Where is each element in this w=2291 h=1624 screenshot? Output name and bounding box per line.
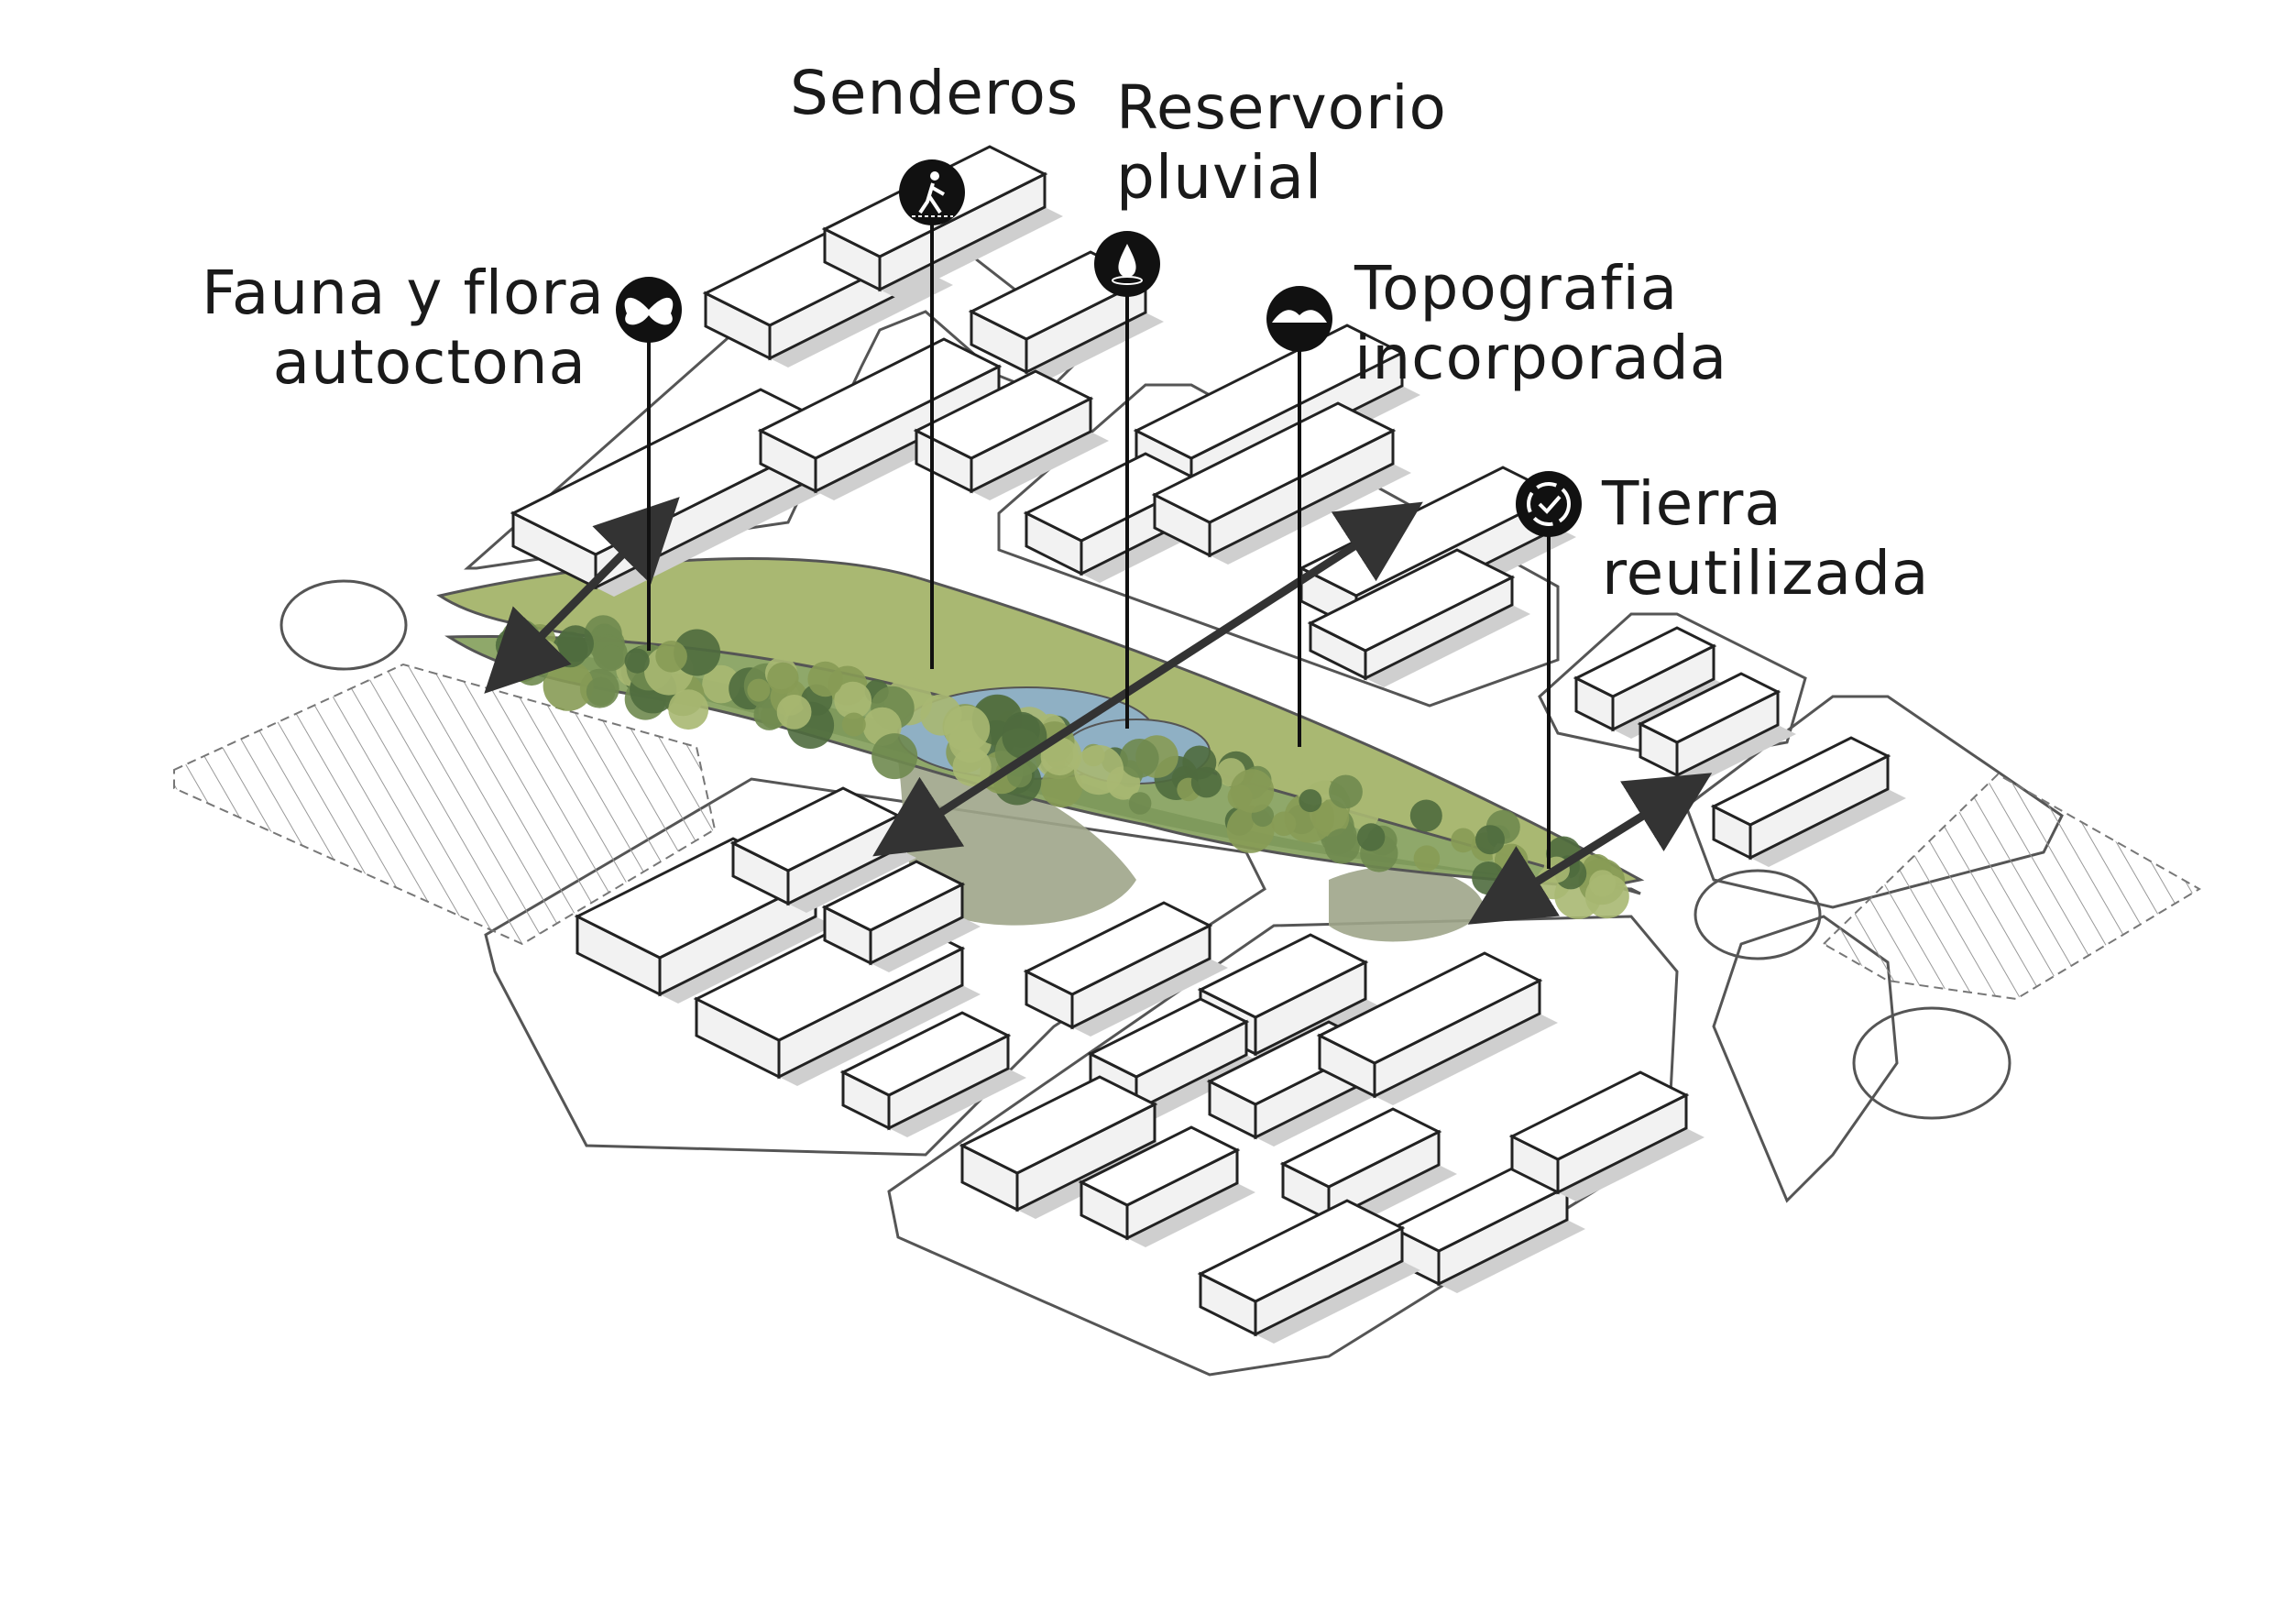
- tree: [1329, 775, 1363, 809]
- label-senderos: Senderos: [790, 59, 1079, 128]
- label-tierra-line2: reutilizada: [1602, 539, 1929, 609]
- label-fauna-line1: Fauna y flora: [202, 258, 586, 328]
- tree: [1191, 767, 1222, 798]
- tree: [747, 679, 770, 702]
- tree: [1410, 800, 1442, 832]
- pedestrian-icon: [899, 159, 965, 225]
- tree: [777, 695, 812, 730]
- label-fauna-line2: autoctona: [202, 328, 586, 398]
- roundabout-east: [1695, 871, 1820, 959]
- tree: [842, 713, 866, 737]
- label-reservorio-line1: Reservorio: [1116, 73, 1447, 143]
- tree: [1231, 769, 1275, 813]
- tree: [625, 649, 650, 674]
- tree: [1272, 812, 1297, 837]
- tree: [767, 663, 798, 694]
- tree: [1475, 825, 1505, 854]
- tree: [668, 689, 708, 730]
- label-senderos-line1: Senderos: [790, 59, 1079, 128]
- butterfly-icon: [616, 277, 682, 343]
- terrain-icon: [1266, 286, 1332, 352]
- label-topografia-line1: Topografia: [1354, 254, 1727, 324]
- tree: [1585, 874, 1629, 918]
- tree: [1074, 745, 1124, 795]
- tree: [1451, 828, 1475, 853]
- label-reservorio-line2: pluvial: [1116, 143, 1447, 213]
- tree: [586, 677, 616, 707]
- tree: [1472, 861, 1505, 894]
- tree: [655, 641, 687, 673]
- water-drop-icon: [1094, 231, 1160, 297]
- tree: [1414, 845, 1441, 872]
- label-fauna: Fauna y flora autoctona: [202, 258, 586, 398]
- tree: [1120, 739, 1159, 778]
- tree: [807, 662, 842, 697]
- label-topografia-line2: incorporada: [1354, 324, 1727, 393]
- tree: [1299, 789, 1321, 812]
- tree: [1129, 792, 1152, 815]
- tree: [599, 645, 624, 670]
- tree: [1357, 823, 1385, 850]
- label-tierra: Tierra reutilizada: [1602, 469, 1929, 609]
- label-topografia: Topografia incorporada: [1354, 254, 1727, 393]
- label-tierra-line1: Tierra: [1602, 469, 1929, 539]
- tree: [871, 733, 917, 779]
- tree: [1324, 828, 1359, 863]
- roundabout-west: [281, 581, 406, 669]
- label-reservorio: Reservorio pluvial: [1116, 73, 1447, 213]
- tree: [557, 625, 594, 662]
- tree: [944, 706, 990, 752]
- roundabout-south-east: [1854, 1008, 2010, 1118]
- recycle-icon: [1516, 471, 1582, 537]
